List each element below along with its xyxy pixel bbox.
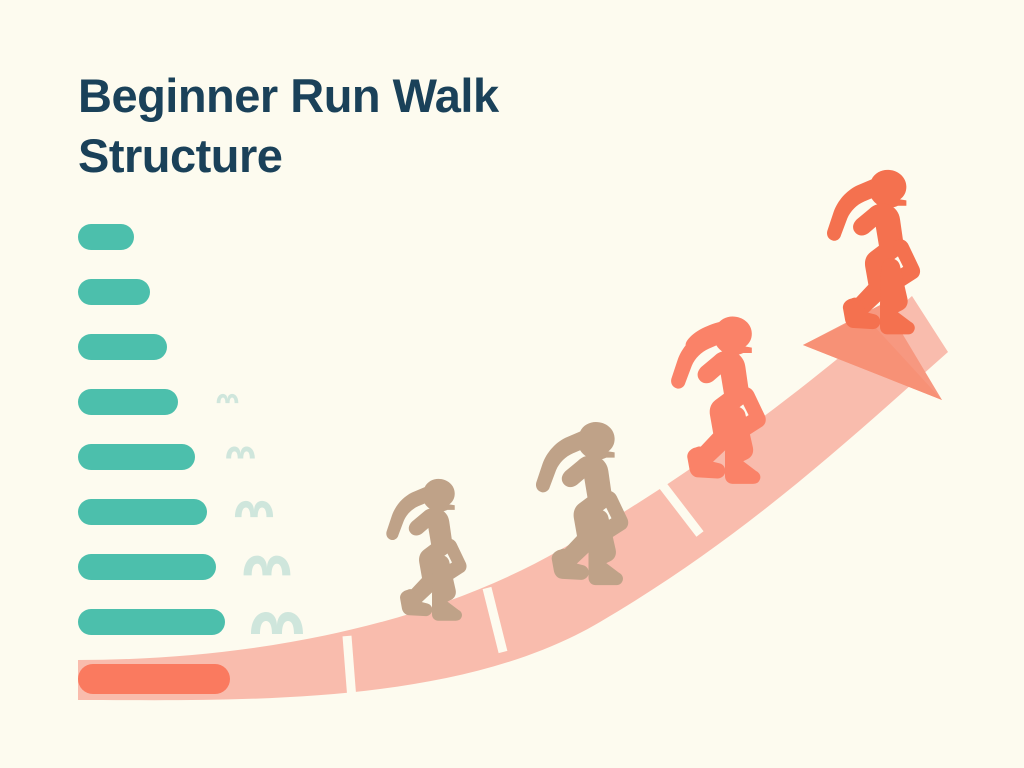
squiggle-icon-3 — [234, 500, 274, 518]
progress-bar-4 — [78, 389, 178, 415]
progress-bar-6 — [78, 499, 207, 525]
arrow-band — [78, 296, 948, 701]
progress-bar-2 — [78, 279, 150, 305]
progress-bar-8 — [78, 609, 225, 635]
squiggle-icon-1 — [216, 393, 239, 404]
progress-bar-9-highlight — [78, 664, 230, 694]
progress-bar-1 — [78, 224, 134, 250]
progress-bar-7 — [78, 554, 216, 580]
squiggle-icon-5 — [251, 612, 303, 634]
decorative-squiggles — [216, 393, 303, 634]
arrow-gap-3 — [653, 475, 704, 537]
squiggle-icon-4 — [243, 555, 291, 576]
progress-bar-3 — [78, 334, 167, 360]
progress-bar-5 — [78, 444, 195, 470]
arrow-gap-2 — [482, 586, 508, 654]
arrow-gap-1 — [342, 635, 357, 701]
arrow-head-icon — [803, 303, 942, 400]
page-title: Beginner Run Walk Structure — [78, 69, 499, 183]
squiggle-icon-2 — [226, 446, 255, 459]
progression-bars — [78, 224, 230, 694]
